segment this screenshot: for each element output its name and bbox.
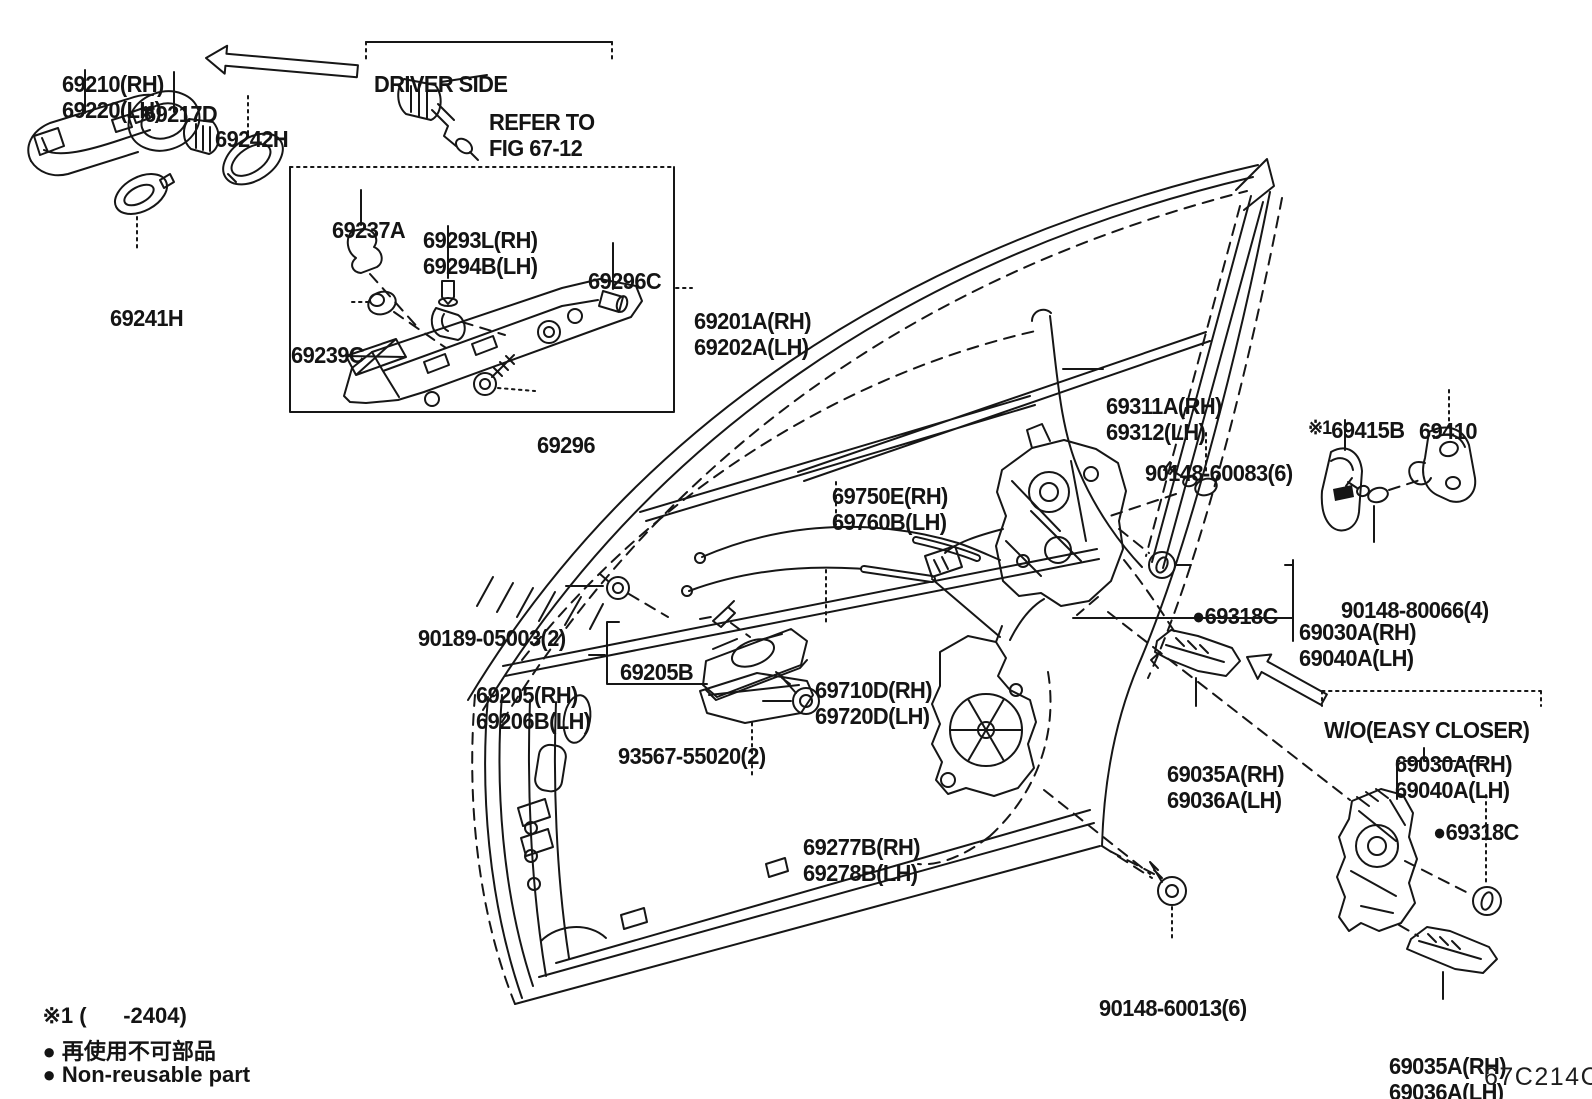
parts-box-frame bbox=[289, 166, 693, 413]
part-label-69237a: 69237A bbox=[332, 217, 406, 243]
part-label-90148-60083: 90148-60083(6) bbox=[1145, 460, 1293, 486]
keyhole-cover-drawing bbox=[1320, 419, 1363, 532]
door-sensor-drawing-1 bbox=[1150, 629, 1241, 707]
easy-closer-lock-drawing bbox=[1336, 788, 1502, 1000]
clip-screw-drawing bbox=[565, 573, 669, 618]
screw-drawing-60083 bbox=[1109, 432, 1218, 517]
bullet-icon: ● bbox=[42, 1039, 56, 1064]
part-label-69750e: 69750E(RH)69760B(LH) bbox=[832, 483, 948, 535]
part-label-69318c-2: ●69318C bbox=[1433, 819, 1519, 845]
lock-rod-drawing bbox=[1031, 308, 1143, 568]
part-label-69205b: 69205B bbox=[620, 659, 694, 685]
striker-drawing bbox=[1408, 389, 1477, 503]
handle-frame-assembly-drawing bbox=[343, 189, 643, 407]
part-label-69296c: 69296C bbox=[588, 268, 662, 294]
legend-non-reusable-jp: ● 再使用不可部品 bbox=[42, 1039, 216, 1064]
part-label-69030a-1: 69030A(RH)69040A(LH) bbox=[1299, 619, 1417, 671]
part-label-69035a-2: 69035A(RH)69036A(LH) bbox=[1389, 1053, 1507, 1099]
inside-handle-drawing bbox=[588, 600, 808, 701]
part-label-69217d: 69217D bbox=[144, 101, 218, 127]
legend-non-reusable-en: ● Non-reusable part bbox=[42, 1062, 251, 1087]
driver-side-heading: DRIVER SIDE bbox=[374, 71, 508, 97]
main-door-lock-drawing bbox=[924, 423, 1177, 641]
part-label-69296: 69296 bbox=[537, 432, 595, 458]
part-label-69239c: 69239C bbox=[291, 342, 365, 368]
part-label-69210: 69210(RH)69220(LH) bbox=[62, 71, 164, 123]
lock-cables-drawing bbox=[681, 481, 1001, 638]
part-label-69277b: 69277B(RH)69278B(LH) bbox=[803, 834, 921, 886]
screw-drawing-60013 bbox=[1103, 847, 1187, 942]
door-panel-drawing bbox=[467, 158, 1351, 1005]
wo-easy-closer-heading: W/O(EASY CLOSER) bbox=[1324, 717, 1530, 743]
grommet-drawing-1 bbox=[1148, 551, 1192, 579]
lower-latch-drawing bbox=[931, 625, 1037, 797]
part-label-69293l: 69293L(RH)69294B(LH) bbox=[423, 227, 538, 279]
part-label-69710d: 69710D(RH)69720D(LH) bbox=[815, 677, 933, 729]
part-label-69242h: 69242H bbox=[215, 126, 289, 152]
part-label-90148-80066: 90148-80066(4) bbox=[1341, 597, 1489, 623]
part-label-69030a-2: 69030A(RH)69040A(LH) bbox=[1395, 751, 1513, 803]
part-label-69318c-1: ●69318C bbox=[1192, 603, 1278, 629]
part-label-69035a-1: 69035A(RH)69036A(LH) bbox=[1167, 761, 1285, 813]
part-label-90189-05003: 90189-05003(2) bbox=[418, 625, 566, 651]
part-label-69415b: ※169415B bbox=[1308, 417, 1405, 443]
upleft-arrow-icon bbox=[1246, 653, 1328, 706]
figure-code: 67C214C bbox=[1484, 1063, 1592, 1091]
label-bracket-1 bbox=[1072, 559, 1294, 642]
bullet-icon: ● bbox=[42, 1062, 56, 1087]
part-label-90148-60013: 90148-60013(6) bbox=[1099, 995, 1247, 1021]
part-label-69241h: 69241H bbox=[110, 305, 184, 331]
screw-drawing-80066 bbox=[1345, 477, 1421, 543]
footnote-applicability: ※1 ( -2404) bbox=[42, 1003, 187, 1028]
exterior-handle-drawing bbox=[27, 69, 284, 252]
left-arrow-icon bbox=[205, 44, 359, 79]
part-label-69205: 69205(RH)69206B(LH) bbox=[476, 682, 591, 734]
key-cylinder-drawing bbox=[365, 41, 613, 161]
part-label-69201a: 69201A(RH)69202A(LH) bbox=[694, 308, 812, 360]
part-label-69410: 69410 bbox=[1419, 418, 1477, 444]
part-label-93567-55020: 93567-55020(2) bbox=[618, 743, 766, 769]
part-label-69311a: 69311A(RH)69312(LH) bbox=[1106, 393, 1222, 445]
